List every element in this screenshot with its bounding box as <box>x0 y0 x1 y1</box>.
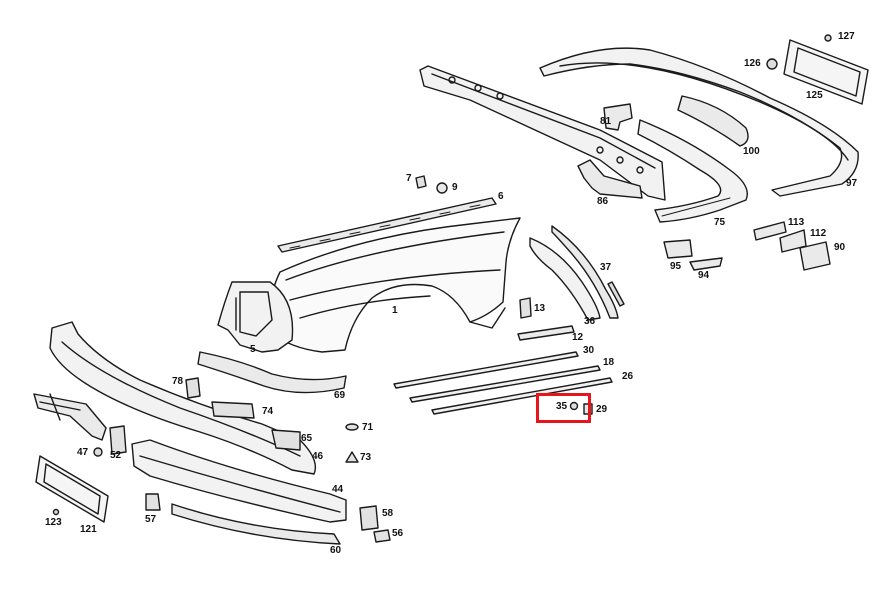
bracket-81-drawing <box>603 103 633 131</box>
clip-13-drawing <box>519 297 532 319</box>
callout-30: 30 <box>583 345 595 356</box>
callout-47: 47 <box>77 447 89 458</box>
callout-113: 113 <box>788 217 805 228</box>
strip-30-drawing <box>393 351 579 389</box>
bolt-47-drawing <box>93 447 103 457</box>
fender-drawing <box>269 217 521 353</box>
nut-71-drawing <box>345 423 359 431</box>
bumper-corner-75-drawing <box>637 119 748 223</box>
callout-56: 56 <box>392 528 404 539</box>
highlight-box-35 <box>536 393 591 423</box>
callout-52: 52 <box>110 450 122 461</box>
callout-1: 1 <box>392 305 398 316</box>
callout-125: 125 <box>806 90 823 101</box>
strip-60-drawing <box>171 503 341 545</box>
callout-29: 29 <box>596 404 608 415</box>
grommet-123-drawing <box>52 508 60 516</box>
bracket-78-drawing <box>185 377 201 399</box>
bracket-86-drawing <box>577 159 643 199</box>
callout-95: 95 <box>670 261 682 272</box>
grommet-126-drawing <box>766 58 778 70</box>
callout-35: 35 <box>556 401 568 412</box>
callout-36: 36 <box>584 316 596 327</box>
bracket-69-drawing <box>197 351 347 394</box>
fender-inner-drawing <box>217 281 294 353</box>
callout-123: 123 <box>45 517 62 528</box>
bracket-65-drawing <box>271 429 301 451</box>
bracket-57-drawing <box>145 493 161 511</box>
callout-13: 13 <box>534 303 546 314</box>
callout-58: 58 <box>382 508 394 519</box>
callout-73: 73 <box>360 452 372 463</box>
callout-127: 127 <box>838 31 855 42</box>
moulding-6-drawing <box>277 197 497 253</box>
callout-44: 44 <box>332 484 344 495</box>
callout-90: 90 <box>834 242 846 253</box>
callout-57: 57 <box>145 514 157 525</box>
callout-37: 37 <box>600 262 612 273</box>
callout-7: 7 <box>406 173 412 184</box>
strip-18-drawing <box>409 365 601 403</box>
liner-36-drawing <box>529 237 601 321</box>
plate-121-drawing <box>35 455 109 523</box>
frame-end-drawing <box>33 393 107 441</box>
callout-74: 74 <box>262 406 274 417</box>
rod-37-drawing <box>607 281 625 307</box>
plate-125-drawing <box>783 39 869 105</box>
callout-18: 18 <box>603 357 615 368</box>
callout-121: 121 <box>80 524 97 535</box>
callout-75: 75 <box>714 217 726 228</box>
callout-71: 71 <box>362 422 374 433</box>
bracket-74-drawing <box>211 401 255 419</box>
lamp-90-drawing <box>799 241 831 271</box>
lamp-113-drawing <box>753 221 787 241</box>
callout-97: 97 <box>846 178 858 189</box>
strip-26-drawing <box>431 377 613 415</box>
callout-86: 86 <box>597 196 609 207</box>
bracket-95-drawing <box>663 239 693 259</box>
rear-bracket-drawing <box>419 65 666 201</box>
grommet-73-drawing <box>345 451 359 463</box>
rear-bumper-97-drawing <box>539 47 859 197</box>
guard-100-drawing <box>677 95 749 147</box>
callout-126: 126 <box>744 58 761 69</box>
front-bumper-bar-drawing <box>49 321 317 475</box>
callout-69: 69 <box>334 390 346 401</box>
clip-7-drawing <box>415 175 427 189</box>
callout-100: 100 <box>743 146 760 157</box>
callout-78: 78 <box>172 376 184 387</box>
callout-6: 6 <box>498 191 504 202</box>
bracket-56-drawing <box>373 529 391 543</box>
callout-81: 81 <box>600 116 612 127</box>
callout-5: 5 <box>250 344 256 355</box>
front-bumper-44-drawing <box>131 439 347 523</box>
clip-35-drawing <box>569 401 579 411</box>
callout-60: 60 <box>330 545 342 556</box>
callout-26: 26 <box>622 371 634 382</box>
grommet-9-drawing <box>436 182 448 194</box>
callout-12: 12 <box>572 332 584 343</box>
bracket-58-drawing <box>359 505 379 531</box>
callout-46: 46 <box>312 451 324 462</box>
bracket-52-drawing <box>109 425 127 455</box>
callout-94: 94 <box>698 270 710 281</box>
callout-65: 65 <box>301 433 313 444</box>
grommet-127-drawing <box>824 34 832 42</box>
liner-37-drawing <box>551 225 619 319</box>
bracket-94-drawing <box>689 257 723 271</box>
trim-12-drawing <box>517 325 575 341</box>
callout-112: 112 <box>810 228 827 239</box>
callout-9: 9 <box>452 182 458 193</box>
